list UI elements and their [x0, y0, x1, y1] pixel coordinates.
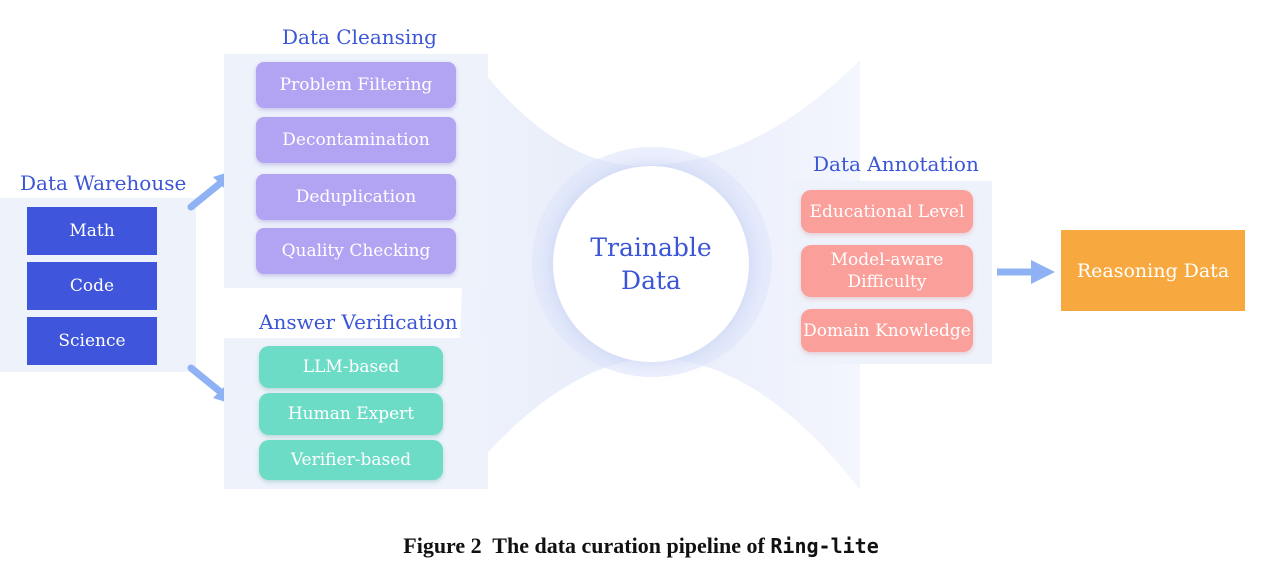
arrow-to-output [997, 260, 1055, 284]
warehouse-title: Data Warehouse [20, 171, 187, 195]
trainable-data-circle [553, 166, 749, 362]
caption-code: Ring-lite [770, 534, 879, 558]
cleansing-title: Data Cleansing [282, 25, 437, 49]
warehouse-item-math: Math [27, 207, 157, 255]
verification-item-llm: LLM-based [259, 346, 443, 388]
trainable-data-label: Trainable Data [553, 166, 749, 362]
verification-item-human: Human Expert [259, 393, 443, 435]
annotation-item-model-aware-difficulty: Model-aware Difficulty [801, 245, 973, 297]
cleansing-item-decontamination: Decontamination [256, 117, 456, 163]
figure-caption: Figure 2 The data curation pipeline of R… [0, 533, 1282, 559]
verification-title: Answer Verification [259, 310, 458, 334]
reasoning-data-box: Reasoning Data [1061, 230, 1245, 311]
cleansing-item-problem-filtering: Problem Filtering [256, 62, 456, 108]
annotation-item-domain-knowledge: Domain Knowledge [801, 309, 973, 352]
annotation-title: Data Annotation [813, 152, 979, 176]
warehouse-item-science: Science [27, 317, 157, 365]
trainable-data-line2: Data [621, 266, 681, 295]
annotation-item-educational-level: Educational Level [801, 190, 973, 233]
cleansing-item-deduplication: Deduplication [256, 174, 456, 220]
verification-item-verifier: Verifier-based [259, 440, 443, 480]
trainable-data-line1: Trainable [590, 233, 712, 262]
cleansing-item-quality-checking: Quality Checking [256, 228, 456, 274]
warehouse-item-code: Code [27, 262, 157, 310]
caption-prefix: Figure 2 The data curation pipeline of [403, 533, 771, 558]
